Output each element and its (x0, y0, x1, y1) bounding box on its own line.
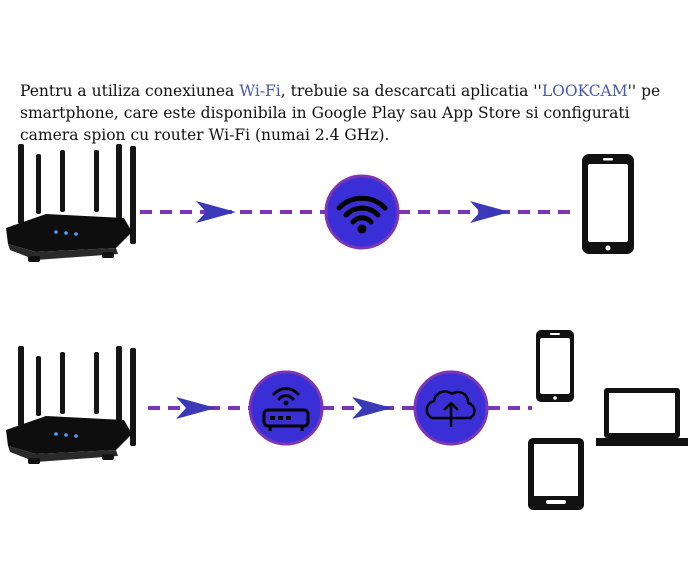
arrow-top-1 (196, 201, 236, 223)
wifi-icon (324, 174, 400, 250)
router-top (6, 144, 136, 262)
arrow-bottom-1 (176, 397, 216, 419)
intro-wifi-highlight: Wi-Fi (239, 81, 281, 100)
arrow-bottom-2 (352, 397, 392, 419)
smartphone-icon-top (582, 154, 634, 254)
intro-part-3: '' pe smartphone, care este disponibila … (20, 81, 661, 144)
smartphone-icon-bottom (536, 330, 574, 402)
intro-part-2: , trebuie sa descarcati aplicatia '' (280, 81, 542, 100)
router-bottom (6, 346, 136, 464)
tablet-icon (528, 438, 584, 510)
arrow-top-2 (470, 201, 510, 223)
laptop-icon (596, 388, 688, 446)
cloud-upload-icon (413, 370, 489, 446)
intro-text: Pentru a utiliza conexiunea Wi-Fi, trebu… (20, 80, 680, 146)
access-point-icon (248, 370, 324, 446)
intro-part-1: Pentru a utiliza conexiunea (20, 81, 240, 100)
intro-app-highlight: LOOKCAM (541, 81, 628, 100)
